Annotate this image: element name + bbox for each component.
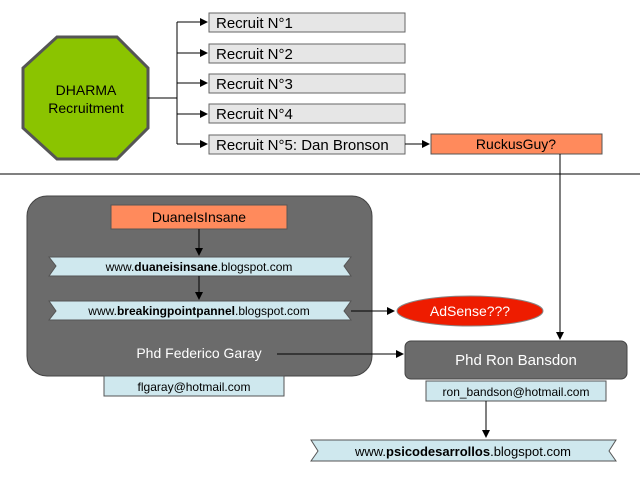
recruit-1-label: Recruit N°1 (216, 15, 293, 32)
recruit-1: Recruit N°1 (208, 12, 406, 33)
octagon-shape (21, 35, 150, 161)
duaneisinsane-box: DuaneIsInsane (110, 204, 288, 230)
recruit-2: Recruit N°2 (208, 43, 406, 64)
recruit-4-label: Recruit N°4 (216, 106, 293, 123)
recruit-3-label: Recruit N°3 (216, 76, 293, 93)
ron-email: ron_bandson@hotmail.com (443, 385, 590, 399)
federico-email-box: flgaray@hotmail.com (103, 375, 285, 397)
recruit-5-label: Recruit N°5: Dan Bronson (216, 137, 389, 154)
recruit-3: Recruit N°3 (208, 73, 406, 94)
ruckusguy-box: RuckusGuy? (430, 133, 603, 155)
url-breakingpointpannel-text: www.breakingpointpannel.blogspot.com (87, 304, 309, 318)
url-breakingpointpannel: www.breakingpointpannel.blogspot.com (47, 300, 353, 321)
recruit-5: Recruit N°5: Dan Bronson (208, 134, 406, 155)
ron-label: Phd Ron Bansdon (455, 352, 577, 369)
ron-email-box: ron_bandson@hotmail.com (425, 380, 607, 402)
octagon-line2: Recruitment (48, 100, 124, 116)
adsense-ellipse: AdSense??? (396, 295, 544, 327)
federico-email: flgaray@hotmail.com (138, 380, 251, 394)
recruit-2-label: Recruit N°2 (216, 46, 293, 63)
duaneisinsane-label: DuaneIsInsane (152, 209, 246, 225)
ron-box: Phd Ron Bansdon (404, 340, 628, 380)
url-psicodesarrollos: www.psicodesarrollos.blogspot.com (310, 439, 617, 462)
url-duaneisinsane: www.duaneisinsane.blogspot.com (47, 256, 353, 277)
adsense-label: AdSense??? (430, 303, 510, 319)
url-duaneisinsane-text: www.duaneisinsane.blogspot.com (105, 260, 293, 274)
dharma-recruitment-octagon: DHARMA Recruitment (21, 35, 150, 161)
recruit-4: Recruit N°4 (208, 103, 406, 124)
octagon-connectors (148, 18, 208, 148)
ruckusguy-label: RuckusGuy? (476, 136, 556, 152)
federico-label: Phd Federico Garay (136, 345, 261, 361)
octagon-line1: DHARMA (56, 82, 117, 98)
url-psicodesarrollos-text: www.psicodesarrollos.blogspot.com (354, 444, 571, 459)
